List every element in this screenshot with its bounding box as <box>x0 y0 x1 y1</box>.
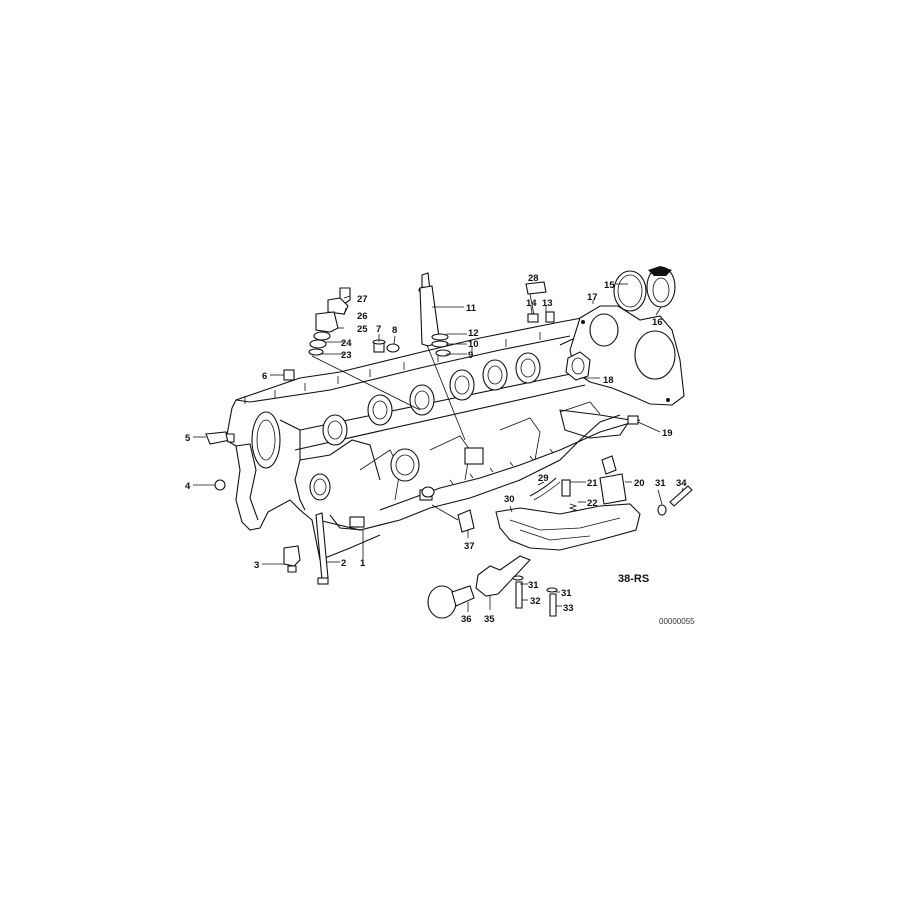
hex-bolt <box>315 512 329 585</box>
dowel-sleeve <box>457 509 475 533</box>
part-label-8: 8 <box>392 325 397 336</box>
part-label-34: 34 <box>676 478 687 489</box>
part-label-25: 25 <box>357 324 368 335</box>
part-label-30: 30 <box>504 494 515 505</box>
part-label-32: 32 <box>530 596 541 607</box>
part-label-31b: 31 <box>528 580 539 591</box>
part-label-17: 17 <box>587 292 598 303</box>
rubber-mounting <box>599 455 627 505</box>
part-label-31a: 31 <box>655 478 666 489</box>
vibration-damper <box>427 585 475 619</box>
part-label-12: 12 <box>468 328 479 339</box>
gasket-washer <box>386 343 400 353</box>
image-id: 00000055 <box>659 617 695 626</box>
sealing-washer <box>527 313 539 323</box>
washer-31c <box>657 504 667 516</box>
knock-sensor <box>283 545 301 573</box>
holder <box>475 555 531 597</box>
part-label-31c: 31 <box>561 588 572 599</box>
rear-end-plate <box>569 305 685 406</box>
washer-31a <box>512 575 524 581</box>
part-label-37: 37 <box>464 541 475 552</box>
part-label-9: 9 <box>468 350 473 361</box>
part-label-10: 10 <box>468 339 479 350</box>
diagram-code: 38-RS <box>618 573 649 585</box>
engine-supporting-bracket <box>495 503 641 551</box>
part-label-26: 26 <box>357 311 368 322</box>
sealing-plug <box>565 351 591 381</box>
part-label-5: 5 <box>185 433 191 444</box>
sleeve <box>561 479 571 497</box>
part-label-22: 22 <box>587 498 598 509</box>
part-label-20: 20 <box>634 478 645 489</box>
bolt-33 <box>549 593 557 617</box>
part-label-36: 36 <box>461 614 472 625</box>
part-label-11: 11 <box>466 303 477 314</box>
part-label-14: 14 <box>526 298 537 309</box>
radial-seal <box>646 266 676 308</box>
banjo-bolt <box>525 281 547 316</box>
part-label-33: 33 <box>563 603 574 614</box>
part-label-21: 21 <box>587 478 598 489</box>
o-ring <box>431 333 449 341</box>
oil-pressure-switch <box>308 287 351 356</box>
part-label-24: 24 <box>341 338 352 349</box>
washer-31b <box>546 587 558 593</box>
part-label-15: 15 <box>604 280 615 291</box>
leader-lines <box>193 283 684 612</box>
part-label-35: 35 <box>484 614 495 625</box>
part-label-27: 27 <box>357 294 368 305</box>
temperature-sender <box>205 431 235 445</box>
bolt-34 <box>669 485 693 507</box>
gasket-ring <box>435 349 451 357</box>
part-label-19: 19 <box>662 428 673 439</box>
o-ring-2 <box>431 340 449 348</box>
part-label-13: 13 <box>542 298 553 309</box>
dowel-pin <box>627 415 639 425</box>
part-label-3: 3 <box>254 560 259 571</box>
part-number-labels: 1 2 3 4 5 6 7 8 9 10 11 12 13 14 15 16 1… <box>185 273 687 625</box>
connection-screw <box>545 311 555 323</box>
part-label-4: 4 <box>185 481 191 492</box>
hose <box>529 477 557 497</box>
bolt-32 <box>515 581 523 609</box>
part-label-23: 23 <box>341 350 352 361</box>
part-label-16: 16 <box>652 317 663 328</box>
engine-block <box>225 317 641 561</box>
drain-plug <box>214 479 226 491</box>
part-label-18: 18 <box>603 375 614 386</box>
part-label-29: 29 <box>538 473 549 484</box>
part-label-6: 6 <box>262 371 267 382</box>
screw-plug-6 <box>283 369 295 381</box>
seal-ring <box>613 270 647 312</box>
part-label-1: 1 <box>360 558 366 569</box>
part-label-2: 2 <box>341 558 346 569</box>
cylinder-bores <box>322 352 541 446</box>
part-label-7: 7 <box>376 324 381 335</box>
part-label-28: 28 <box>528 273 539 284</box>
